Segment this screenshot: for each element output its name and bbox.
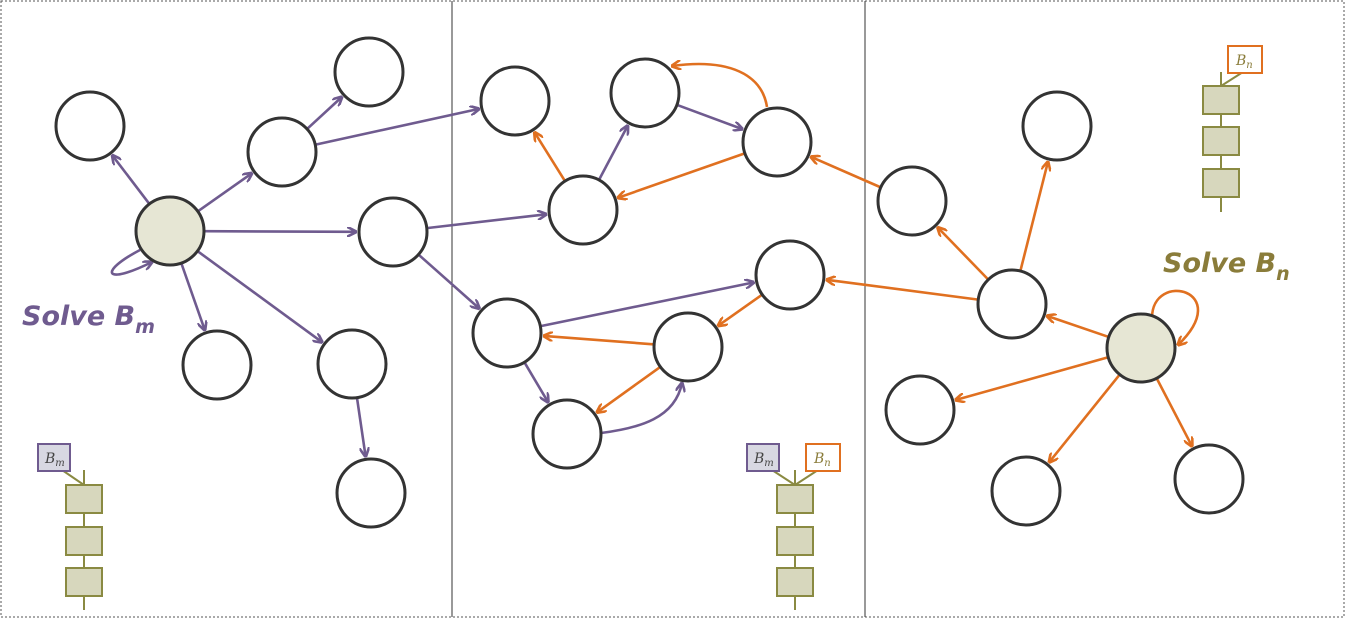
edge-i-j <box>677 103 743 129</box>
graph-node-l <box>754 239 826 311</box>
graph-node-r <box>976 268 1048 340</box>
stack-cell <box>65 484 103 514</box>
solve-bn-sub: n <box>1276 263 1290 285</box>
edge-b-c <box>306 97 342 130</box>
stack-cell <box>1202 126 1240 156</box>
graph-node-e <box>181 329 253 401</box>
graph-node-t <box>884 374 956 446</box>
svg-text:Bn: Bn <box>1235 53 1253 71</box>
tag-sub: n <box>1246 60 1252 71</box>
graph-node-n <box>652 311 724 383</box>
tag-base: B <box>44 451 55 467</box>
graph-node-k <box>547 174 619 246</box>
edge-s1-e <box>180 263 205 330</box>
edge-s1-a <box>112 155 150 204</box>
svg-text:Bm: Bm <box>44 451 65 469</box>
stack-cell <box>776 484 814 514</box>
graph-node-q <box>876 165 948 237</box>
edge-m-o <box>523 362 548 402</box>
edge-r-p <box>1019 162 1048 271</box>
tag-base: B <box>813 451 824 467</box>
edge-s2-u <box>1049 374 1121 462</box>
solver-node-s2 <box>1105 312 1177 384</box>
edge-j-k <box>618 152 745 198</box>
graph-node-u <box>990 455 1062 527</box>
solve-bn-base: Solve B <box>1163 248 1276 279</box>
edge-n-m <box>544 336 654 346</box>
graph-node-b <box>246 116 318 188</box>
edge-o-n-curve <box>600 383 682 435</box>
edge-k-i <box>598 126 627 180</box>
edge-d-m <box>418 254 479 308</box>
graph-node-d <box>357 196 429 268</box>
stack-tag-bm <box>37 443 71 472</box>
edge-s2-v <box>1155 378 1192 446</box>
edge-d-k <box>427 214 546 230</box>
edge-q-j <box>811 157 881 189</box>
edge-k-h <box>535 132 566 181</box>
solve-bn-label: Solve Bn <box>1163 248 1290 285</box>
graph-node-v <box>1173 443 1245 515</box>
tag-sub: m <box>55 458 64 469</box>
edge-m-l <box>541 282 754 328</box>
edge-s1-f <box>197 250 322 343</box>
edge-l-n <box>718 294 763 326</box>
edge-r-l <box>827 280 978 301</box>
svg-text:Bn: Bn <box>813 451 831 469</box>
edge-n-o <box>597 366 661 412</box>
tag-sub: n <box>824 458 830 469</box>
stack-panel-3: Bn <box>1202 45 1263 212</box>
edge-s1-b <box>197 173 252 212</box>
tag-sub: m <box>764 458 773 469</box>
edge-s1-d <box>204 231 356 232</box>
edge-r-q <box>938 228 989 280</box>
graph-node-p <box>1021 90 1093 162</box>
stack-tag-bm <box>746 443 780 472</box>
nodes-layer <box>54 36 1245 529</box>
edge-b-h <box>315 109 479 146</box>
graph-node-c <box>333 36 405 108</box>
solve-bm-base: Solve B <box>22 301 135 332</box>
stack-tag-bn <box>1227 45 1263 74</box>
graph-node-j <box>741 106 813 178</box>
stack-cell <box>1202 168 1240 198</box>
edge-f-g <box>355 398 366 457</box>
stack-panel-2: Bm Bn <box>746 443 841 610</box>
graph-node-a <box>54 90 126 162</box>
stack-cell <box>65 526 103 556</box>
solve-bm-label: Solve Bm <box>22 301 155 338</box>
graph-node-o <box>531 398 603 470</box>
tag-base: B <box>753 451 764 467</box>
edges-layer <box>110 64 1200 462</box>
graph-node-m <box>471 297 543 369</box>
edge-s2-r <box>1047 316 1109 338</box>
graph-node-i <box>609 57 681 129</box>
tag-base: B <box>1235 53 1246 69</box>
graph-node-f <box>316 328 388 400</box>
stack-tag-bn <box>805 443 841 472</box>
stack-cell <box>1202 85 1240 115</box>
edge-j-i-curve <box>672 64 769 108</box>
edge-s2-t <box>956 356 1108 401</box>
stack-cell <box>65 567 103 597</box>
self-loop-solve-bm <box>110 248 152 276</box>
self-loop-solve-bn <box>1150 289 1200 345</box>
stack-panel-1: Bm <box>37 443 103 610</box>
solve-bm-sub: m <box>135 316 155 338</box>
stack-cell <box>776 526 814 556</box>
stack-cell <box>776 567 814 597</box>
solver-node-s1 <box>134 195 206 267</box>
svg-text:Bm: Bm <box>753 451 774 469</box>
graph-node-g <box>335 457 407 529</box>
graph-node-h <box>479 65 551 137</box>
